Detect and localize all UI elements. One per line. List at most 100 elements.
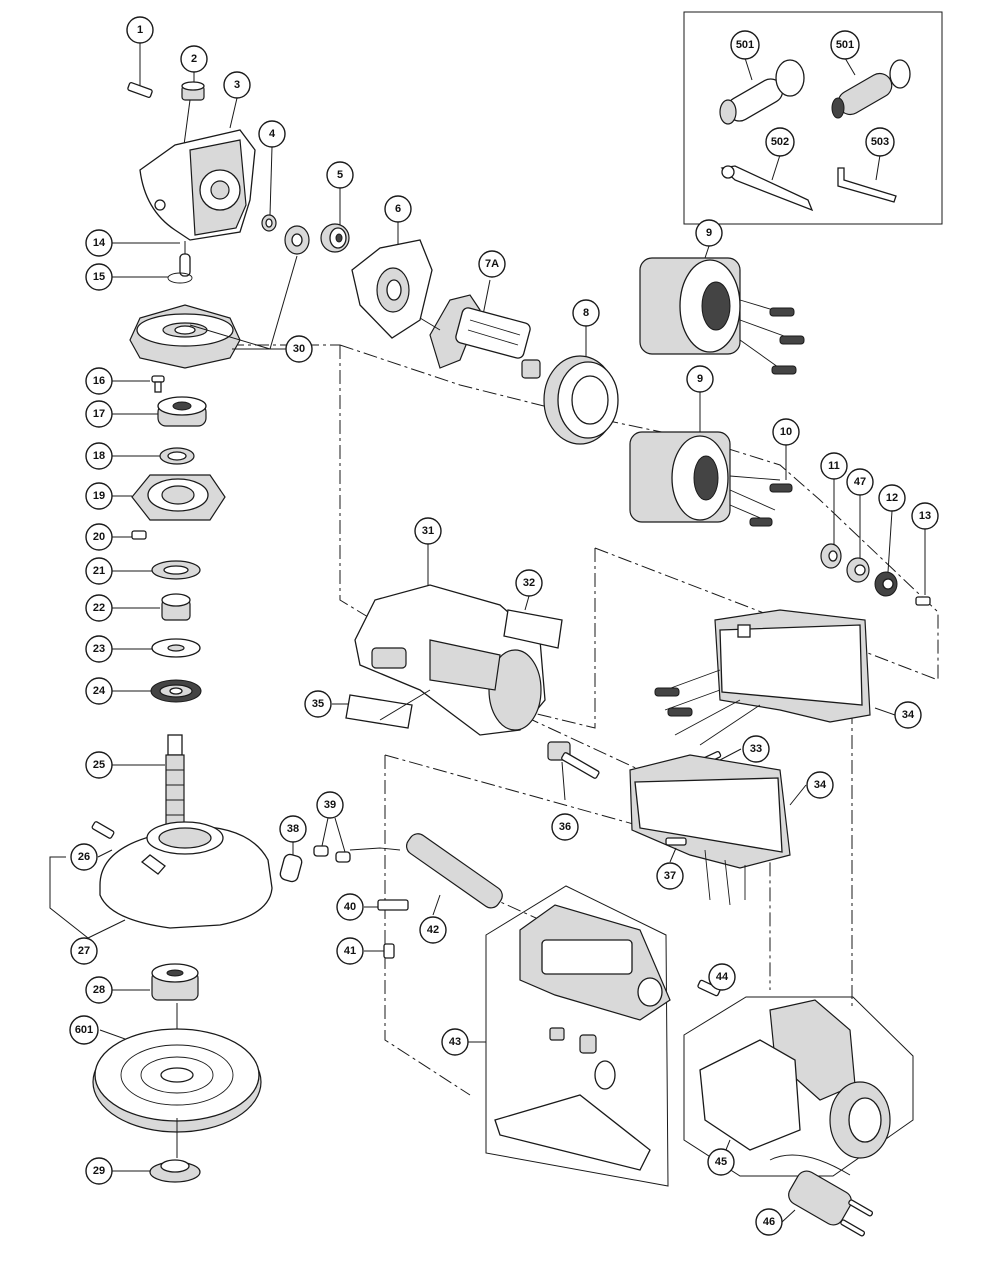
- callout-27: 27: [70, 937, 98, 965]
- callout-34-upper: 34: [894, 701, 922, 729]
- svg-text:29: 29: [93, 1165, 105, 1177]
- callout-2: 2: [180, 45, 208, 73]
- svg-text:25: 25: [93, 759, 105, 771]
- side-handle-part: [719, 57, 805, 125]
- callout-17: 17: [85, 400, 113, 428]
- svg-text:24: 24: [93, 685, 106, 697]
- svg-text:21: 21: [93, 565, 105, 577]
- sleeve-part: [279, 842, 303, 883]
- svg-text:9: 9: [697, 373, 703, 385]
- label-part: [332, 689, 431, 729]
- callout-41: 41: [336, 937, 364, 965]
- svg-text:42: 42: [427, 924, 439, 936]
- switch-part: [547, 741, 600, 801]
- callout-1: 1: [126, 16, 154, 44]
- washer-part: [261, 146, 277, 232]
- bearing-part: [320, 188, 350, 253]
- svg-text:34: 34: [814, 779, 827, 791]
- callout-12: 12: [878, 484, 906, 512]
- callout-20: 20: [85, 523, 113, 551]
- callout-43: 43: [441, 1028, 469, 1056]
- callout-502: 502: [765, 127, 795, 157]
- flange-nut-part: [112, 1118, 201, 1183]
- screw-part: [665, 837, 687, 863]
- cord-armor-part: [349, 833, 503, 916]
- svg-text:6: 6: [395, 203, 401, 215]
- wheel-washer-part: [112, 679, 202, 703]
- svg-text:34: 34: [902, 709, 915, 721]
- callout-42: 42: [419, 916, 447, 944]
- svg-text:41: 41: [344, 945, 356, 957]
- svg-text:9: 9: [706, 227, 712, 239]
- svg-text:503: 503: [871, 136, 889, 148]
- bevel-gear-part: [129, 255, 298, 369]
- callout-30: 30: [285, 335, 313, 363]
- spindle-part: [112, 734, 185, 831]
- callout-7a: 7A: [478, 250, 506, 278]
- svg-text:14: 14: [93, 237, 106, 249]
- brush-holder-part: [874, 510, 898, 597]
- armature-part: [419, 279, 541, 379]
- washer-part: [112, 560, 201, 580]
- washer-part: [112, 447, 195, 465]
- callout-15: 15: [85, 263, 113, 291]
- svg-text:4: 4: [269, 128, 276, 140]
- screw-part: [127, 42, 153, 98]
- bearing-holder-part: [543, 326, 619, 445]
- svg-text:8: 8: [583, 307, 589, 319]
- svg-text:1: 1: [137, 24, 143, 36]
- screw-part: [915, 529, 931, 606]
- callout-18: 18: [85, 442, 113, 470]
- housing-part: [354, 544, 546, 736]
- screw-part: [112, 375, 165, 393]
- svg-text:36: 36: [559, 821, 571, 833]
- accessory-box: [683, 11, 943, 225]
- callout-46: 46: [755, 1208, 783, 1236]
- callout-9-lower: 9: [686, 365, 714, 393]
- bearing-part: [846, 495, 870, 583]
- cord-clip-part: [364, 899, 409, 911]
- callout-9-upper: 9: [695, 219, 723, 247]
- callout-33: 33: [742, 735, 770, 763]
- pin-part: [112, 242, 191, 277]
- packing-gland-part: [112, 474, 226, 521]
- callout-11: 11: [820, 452, 848, 480]
- svg-text:22: 22: [93, 602, 105, 614]
- svg-text:23: 23: [93, 643, 105, 655]
- retaining-ring-part: [112, 272, 193, 284]
- callout-25: 25: [85, 751, 113, 779]
- callout-39: 39: [316, 791, 344, 819]
- svg-text:12: 12: [886, 492, 898, 504]
- svg-text:3: 3: [234, 79, 240, 91]
- svg-text:601: 601: [75, 1024, 93, 1036]
- callout-19: 19: [85, 482, 113, 510]
- label-part: [503, 595, 563, 649]
- callout-34-lower: 34: [806, 771, 834, 799]
- handle-part: [468, 885, 671, 1187]
- callout-5: 5: [326, 161, 354, 189]
- callout-23: 23: [85, 635, 113, 663]
- svg-text:501: 501: [736, 39, 754, 51]
- svg-text:13: 13: [919, 510, 931, 522]
- svg-text:31: 31: [422, 525, 434, 537]
- svg-text:11: 11: [828, 460, 840, 472]
- callout-501-right: 501: [830, 30, 860, 60]
- svg-text:2: 2: [191, 53, 197, 65]
- svg-text:28: 28: [93, 984, 105, 996]
- callout-13: 13: [911, 502, 939, 530]
- cap-part: [181, 72, 205, 161]
- wrench-part: [720, 154, 814, 212]
- grinding-disc-part: [92, 1028, 262, 1133]
- callout-28: 28: [85, 976, 113, 1004]
- callout-29: 29: [85, 1157, 113, 1185]
- callout-14: 14: [85, 229, 113, 257]
- pinion-gear-part: [284, 225, 310, 255]
- screw-part: [112, 530, 147, 540]
- ball-bearing-part: [112, 396, 207, 427]
- callout-layer: 1 2 3 4 5 6 7A 8 9 9 10 11 12 13 47 14 1…: [69, 16, 939, 1236]
- callout-44: 44: [708, 963, 736, 991]
- callout-47: 47: [846, 468, 874, 496]
- callout-31: 31: [414, 517, 442, 545]
- callout-22: 22: [85, 594, 113, 622]
